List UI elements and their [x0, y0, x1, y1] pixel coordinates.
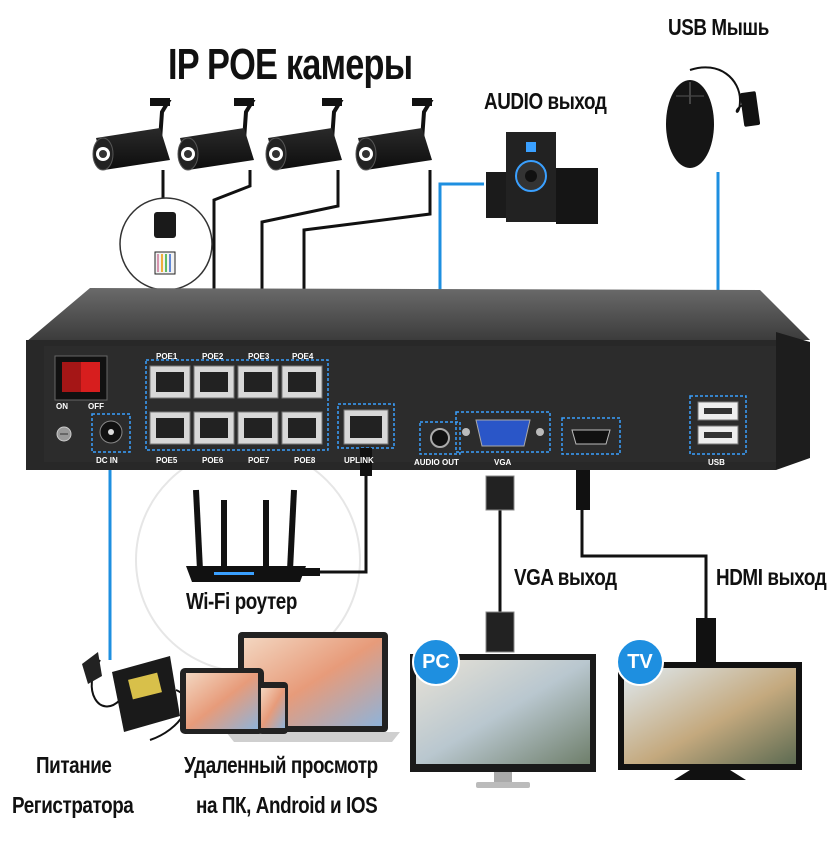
- uplink-port: [337, 403, 395, 449]
- usb-ports: [689, 395, 747, 455]
- ip-camera-3: [265, 98, 344, 171]
- usb-mouse-label: USB Мышь: [668, 14, 769, 40]
- pc-badge: PC: [412, 638, 460, 686]
- tv-badge: TV: [616, 638, 664, 686]
- audio-out-port: [419, 421, 461, 455]
- hdmi-out-label: HDMI выход: [716, 564, 827, 590]
- dc-in-label: DC IN: [96, 456, 118, 465]
- ip-camera-2: [177, 98, 256, 171]
- uplink-label: UPLINK: [344, 456, 374, 465]
- switch-on-label: ON: [56, 402, 68, 411]
- vga-port-label: VGA: [494, 458, 512, 467]
- poe6-label: POE6: [202, 456, 224, 465]
- poe4-label: POE4: [292, 352, 314, 361]
- vga-out-label: VGA выход: [514, 564, 617, 590]
- nvr-recorder: [26, 288, 810, 470]
- power-label-line2: Регистратора: [12, 792, 134, 818]
- hdmi-port: [561, 417, 621, 455]
- power-switch: [54, 355, 108, 401]
- poe-ports: [145, 359, 329, 451]
- wifi-router: [186, 489, 320, 582]
- switch-off-label: OFF: [88, 402, 104, 411]
- poe5-label: POE5: [156, 456, 178, 465]
- dc-in-port: [91, 413, 131, 453]
- poe7-label: POE7: [248, 456, 270, 465]
- power-label-line1: Питание: [36, 752, 112, 778]
- wifi-router-label: Wi-Fi роутер: [186, 588, 297, 614]
- poe3-label: POE3: [248, 352, 270, 361]
- poe8-label: POE8: [294, 456, 316, 465]
- ground-screw: [56, 426, 72, 442]
- remote-view-line1: Удаленный просмотр: [184, 752, 378, 778]
- connectors: [360, 448, 716, 662]
- usb-mouse: [666, 66, 761, 168]
- smartphone: [258, 682, 288, 734]
- tablet: [180, 668, 264, 734]
- ip-camera-4: [355, 98, 434, 171]
- vga-port: [455, 411, 551, 453]
- audio-speakers: [486, 132, 598, 224]
- ip-camera-1: [92, 98, 172, 171]
- remote-view-line2: на ПК, Android и IOS: [196, 792, 378, 818]
- page-title: IP POE камеры: [168, 40, 413, 89]
- usb-port-label: USB: [708, 458, 725, 467]
- audio-out-label: AUDIO выход: [484, 88, 607, 114]
- power-adapter: [82, 652, 188, 741]
- poe2-label: POE2: [202, 352, 224, 361]
- rj45-connector-zoom: [119, 197, 213, 291]
- poe1-label: POE1: [156, 352, 178, 361]
- audio-out-port-label: AUDIO OUT: [414, 458, 459, 467]
